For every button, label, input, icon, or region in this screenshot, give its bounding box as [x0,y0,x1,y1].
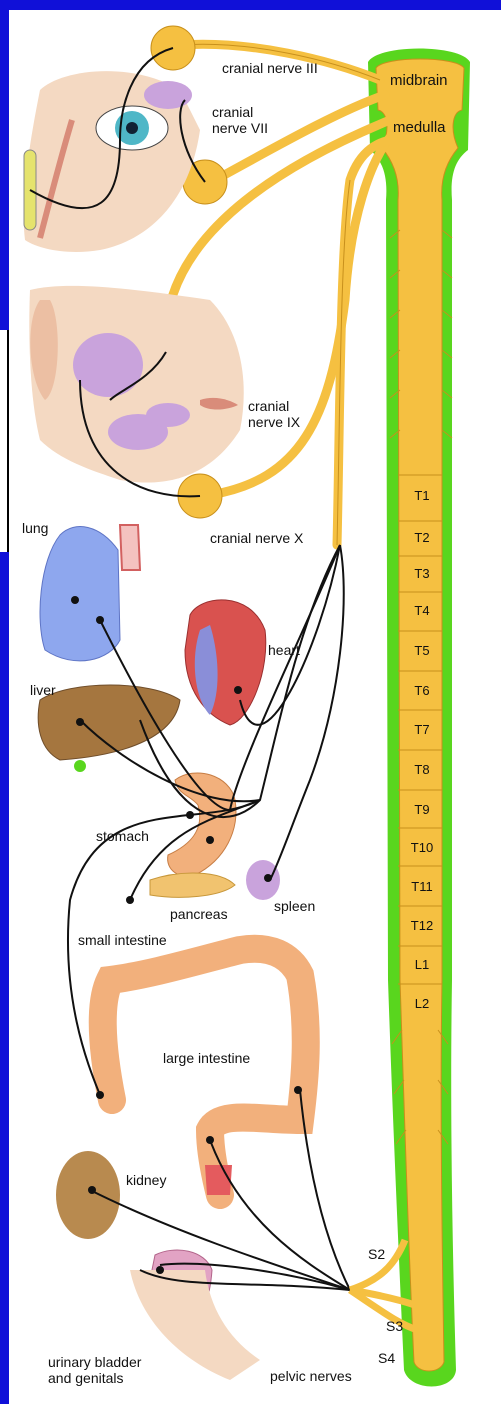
sublingual-gland [146,403,190,427]
label-cranial-nerve-x: cranial nerve X [210,530,303,546]
label-cranial-nerve-iii: cranial nerve III [222,60,318,76]
segment-label-l2: L2 [402,996,442,1011]
label-s2: S2 [368,1246,385,1262]
gallbladder [74,760,86,772]
segment-label-t12: T12 [402,918,442,933]
label-cranial-nerve-ix-line2: nerve IX [248,414,300,430]
label-heart: heart [268,642,300,658]
segment-label-t8: T8 [402,762,442,777]
segment-label-t9: T9 [402,802,442,817]
label-s3: S3 [386,1318,403,1334]
pupil [126,122,138,134]
label-stomach: stomach [96,828,149,844]
segment-label-t3: T3 [402,566,442,581]
segment-label-t5: T5 [402,643,442,658]
segment-label-t1: T1 [402,488,442,503]
segment-label-t4: T4 [402,603,442,618]
spleen-shape [246,860,280,900]
kidney-shape [56,1151,120,1239]
segment-label-t7: T7 [402,722,442,737]
segment-label-t2: T2 [402,530,442,545]
segment-label-t6: T6 [402,683,442,698]
segment-label-t10: T10 [402,840,442,855]
label-midbrain: midbrain [390,73,448,89]
label-cranial-nerve-vii-line1: cranial [212,104,253,120]
lower-face-skin [29,286,243,483]
label-urinary-bladder-line1: urinary bladder [48,1354,141,1370]
label-urinary-bladder-line2: and genitals [48,1370,124,1386]
segment-label-l1: L1 [402,957,442,972]
label-spleen: spleen [274,898,315,914]
label-kidney: kidney [126,1172,166,1188]
label-medulla: medulla [393,120,446,136]
trachea [120,525,140,570]
label-pancreas: pancreas [170,906,228,922]
label-small-intestine: small intestine [78,932,167,948]
parotid-gland [73,333,143,397]
label-cranial-nerve-vii-line2: nerve VII [212,120,268,136]
label-lung: lung [22,520,48,536]
label-pelvic-nerves: pelvic nerves [270,1368,352,1384]
label-liver: liver [30,682,56,698]
lacrimal-gland [144,81,192,109]
segment-label-t11: T11 [402,879,442,894]
label-cranial-nerve-ix-line1: cranial [248,398,289,414]
label-large-intestine: large intestine [163,1050,250,1066]
label-s4: S4 [378,1350,395,1366]
rectum [205,1165,232,1195]
